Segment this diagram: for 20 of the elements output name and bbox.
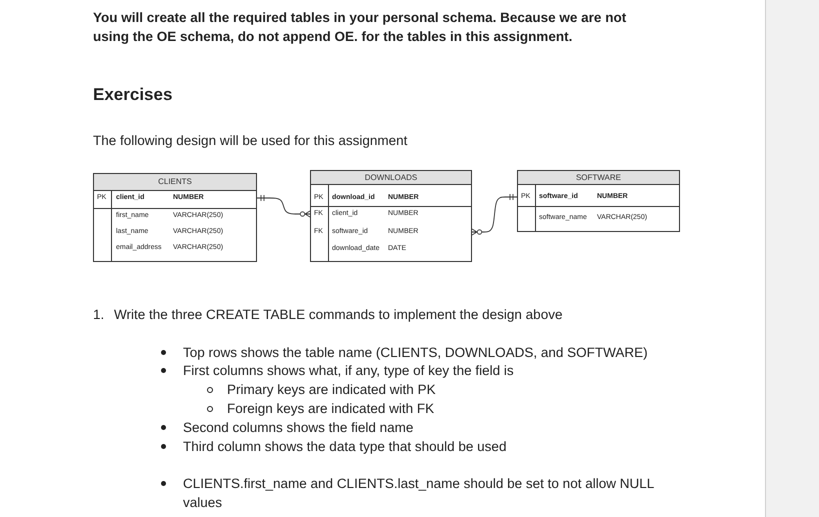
list-item: First columns shows what, if any, type of key the field is [183, 362, 515, 380]
body-text: The following design will be used for this assignment [93, 132, 408, 150]
list-item: Write the three CREATE TABLE commands to implement the design above [114, 306, 564, 324]
relationship-line [256, 195, 310, 218]
list-item: Top rows shows the table name (CLIENTS, DOWNLOADS, and SOFTWARE) [183, 344, 649, 362]
table-header: DOWNLOADS [311, 171, 471, 185]
table-box [93, 173, 257, 262]
list-item: Second columns shows the field name [183, 419, 414, 437]
table-header: CLIENTS [94, 174, 256, 191]
list-item: Foreign keys are indicated with FK [227, 400, 436, 418]
list-item: Primary keys are indicated with PK [227, 381, 437, 399]
section-heading: Exercises [93, 84, 174, 106]
table-header: SOFTWARE [518, 171, 679, 185]
table-box [517, 170, 680, 232]
relationship-line [472, 194, 518, 236]
list-item: CLIENTS.first_name and CLIENTS.last_name should be set to not allow NULL values [183, 475, 655, 512]
list-number: 1. [93, 306, 106, 324]
list-item: Third column shows the data type that should be used [183, 438, 508, 456]
table-box [310, 170, 472, 262]
intro-paragraph: You will create all the required tables in your personal schema. Because we are not using the OE schema, do not append OE. for the tables in this assignment. [93, 9, 628, 46]
